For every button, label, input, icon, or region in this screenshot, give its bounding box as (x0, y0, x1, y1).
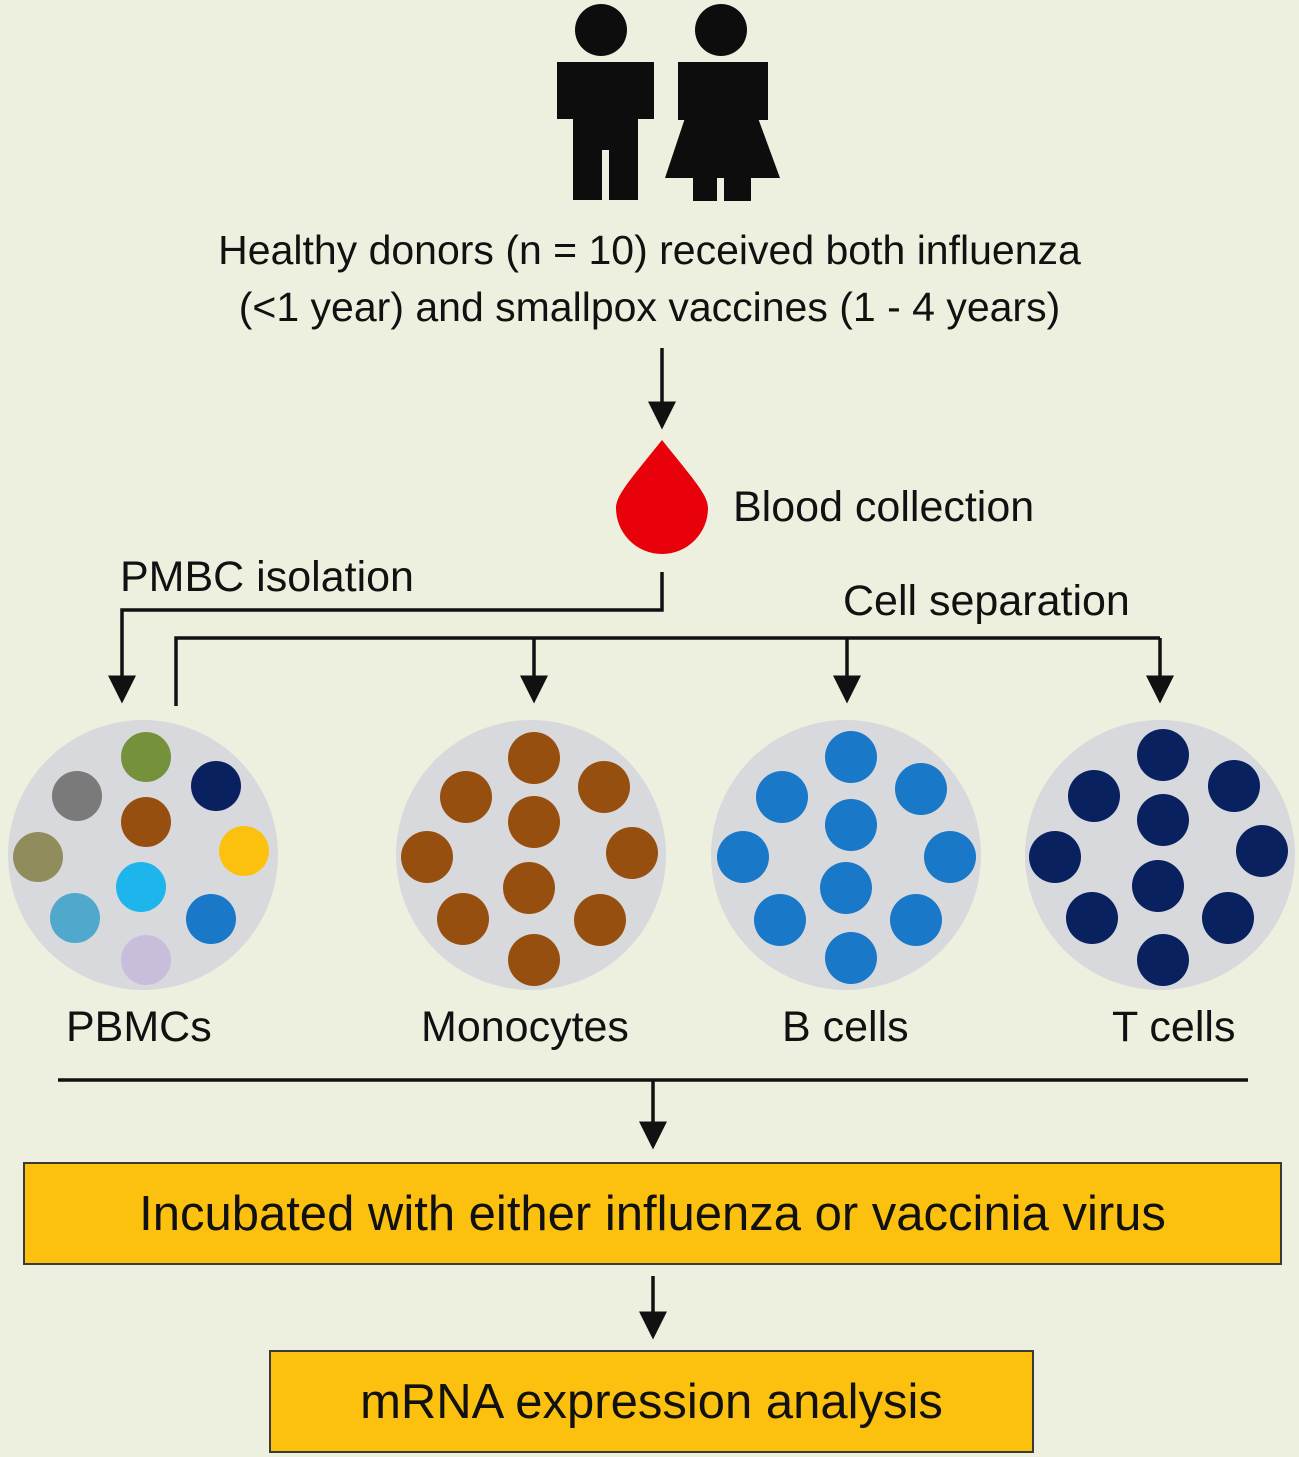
pbmc-cell (121, 732, 171, 782)
donors-line-1: Healthy donors (n = 10) received both in… (218, 227, 1081, 273)
t-cells-label: T cells (1112, 1003, 1236, 1051)
t-cell (1068, 770, 1120, 822)
t-cell (1208, 760, 1260, 812)
blood-collection-label: Blood collection (733, 483, 1035, 531)
analysis-step-box: mRNA expression analysis (269, 1350, 1034, 1453)
b-cell (754, 894, 806, 946)
pbmc-cells (13, 732, 269, 985)
t-cell (1137, 729, 1189, 781)
donors-line-2: (<1 year) and smallpox vaccines (1 - 4 y… (238, 284, 1061, 330)
monocyte-cell (574, 894, 626, 946)
monocyte-cell (440, 771, 492, 823)
pbmc-cell (52, 771, 102, 821)
monocyte-cell (578, 761, 630, 813)
b-cell (895, 763, 947, 815)
monocyte-cell (508, 934, 560, 986)
pbmc-cell (186, 894, 236, 944)
pbmc-cell (219, 826, 269, 876)
pbmc-cell (50, 893, 100, 943)
monocyte-cell (606, 827, 658, 879)
pbmc-cell (121, 797, 171, 847)
monocyte-cell (503, 862, 555, 914)
monocyte-cell (508, 732, 560, 784)
cell-separation-bar (174, 636, 1160, 706)
b-cell (924, 831, 976, 883)
t-cell (1202, 892, 1254, 944)
donors-description: Healthy donors (n = 10) received both in… (0, 222, 1299, 336)
b-cells (717, 731, 976, 984)
analysis-step-text: mRNA expression analysis (360, 1374, 943, 1429)
t-cell (1236, 825, 1288, 877)
monocyte-cell (508, 796, 560, 848)
monocyte-cells (401, 732, 658, 986)
incubation-step-box: Incubated with either influenza or vacci… (23, 1162, 1282, 1265)
b-cells-label: B cells (782, 1003, 909, 1051)
t-cell (1029, 831, 1081, 883)
female-donor-icon (665, 4, 780, 201)
cell-separation-label: Cell separation (843, 577, 1130, 625)
pbmc-cell (13, 832, 63, 882)
monocyte-cell (401, 831, 453, 883)
b-cell (825, 799, 877, 851)
pmbc-isolation-label: PMBC isolation (120, 553, 414, 601)
monocytes-label: Monocytes (421, 1003, 629, 1051)
female-leg-gap (717, 178, 724, 202)
b-cell (825, 932, 877, 984)
pbmc-cell (191, 761, 241, 811)
male-leg-gap (602, 150, 609, 202)
b-cell (717, 831, 769, 883)
t-cell (1137, 934, 1189, 986)
b-cell (825, 731, 877, 783)
pmbc-isolation-connector (108, 572, 664, 704)
blood-drop-icon (616, 440, 708, 554)
monocyte-cell (437, 893, 489, 945)
pbmc-cell (121, 935, 171, 985)
b-cell (890, 894, 942, 946)
t-cell (1137, 794, 1189, 846)
b-cell (756, 771, 808, 823)
b-cell (820, 862, 872, 914)
t-cells (1029, 729, 1288, 986)
t-cell (1132, 860, 1184, 912)
incubation-step-text: Incubated with either influenza or vacci… (139, 1186, 1166, 1241)
pbmc-cell (116, 862, 166, 912)
pbmcs-label: PBMCs (66, 1003, 212, 1051)
t-cell (1066, 892, 1118, 944)
